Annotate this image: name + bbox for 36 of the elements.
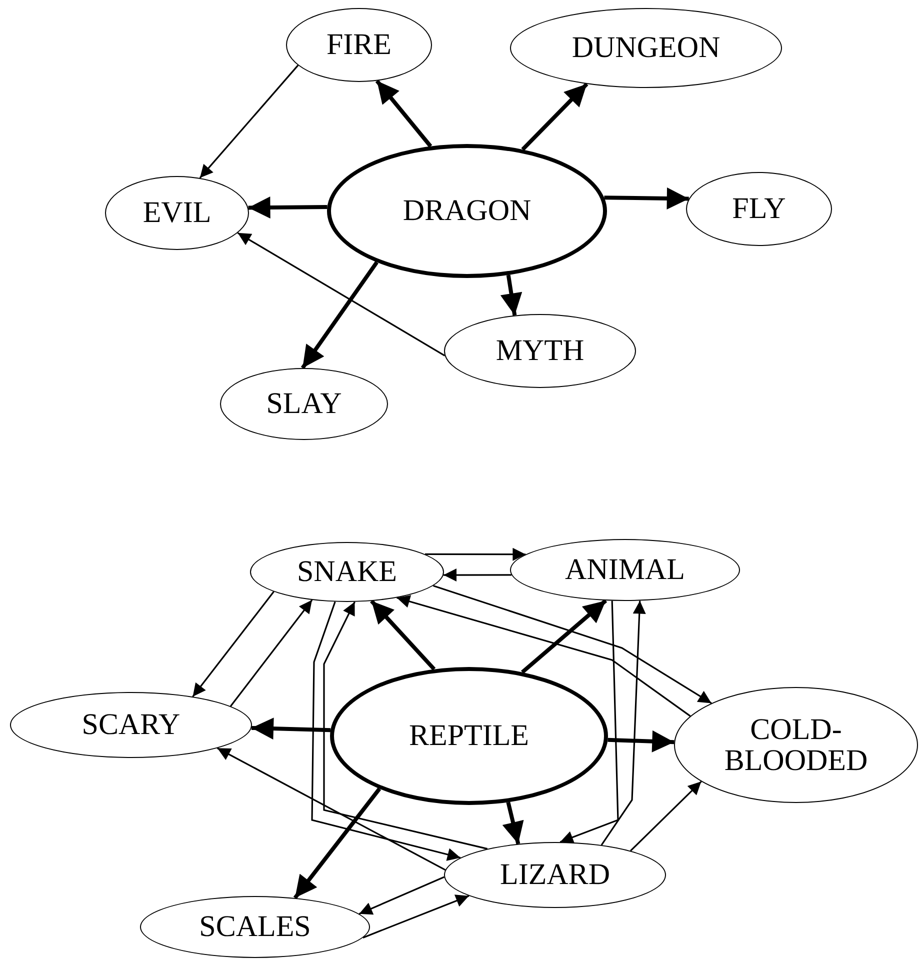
arrow xyxy=(230,600,313,707)
node-label: DUNGEON xyxy=(572,32,720,64)
arrow xyxy=(248,196,328,219)
node-label: ANIMAL xyxy=(565,554,685,586)
arrow xyxy=(300,261,378,370)
arrow xyxy=(424,548,526,561)
node-label: SCALES xyxy=(199,911,311,943)
arrow xyxy=(521,82,588,151)
arrow xyxy=(237,232,446,356)
node-label: FIRE xyxy=(326,29,392,61)
arrow xyxy=(362,894,470,938)
arrow xyxy=(396,595,691,717)
node-label: MYTH xyxy=(496,335,584,367)
arrow xyxy=(520,599,608,674)
node-label: COLD- BLOODED xyxy=(723,714,869,776)
node-label: LIZARD xyxy=(500,859,610,891)
node-label: EVIL xyxy=(142,197,212,229)
node-label: SCARY xyxy=(82,709,180,741)
node-label: SNAKE xyxy=(296,556,397,588)
arrow xyxy=(444,568,512,582)
arrow xyxy=(192,591,274,698)
arrow xyxy=(608,730,674,752)
arrow xyxy=(604,187,689,210)
arrow xyxy=(560,600,619,844)
arrow xyxy=(600,600,646,846)
node-label: SLAY xyxy=(266,388,342,420)
arrow xyxy=(358,876,445,915)
arrow xyxy=(251,718,331,740)
arrow xyxy=(323,602,488,850)
node-label: REPTILE xyxy=(409,720,529,752)
node-label: DRAGON xyxy=(402,195,532,227)
arrow xyxy=(630,780,702,852)
arrow xyxy=(199,64,299,178)
node-label: FLY xyxy=(732,193,786,225)
arrow xyxy=(311,602,461,861)
arrow xyxy=(433,584,712,704)
